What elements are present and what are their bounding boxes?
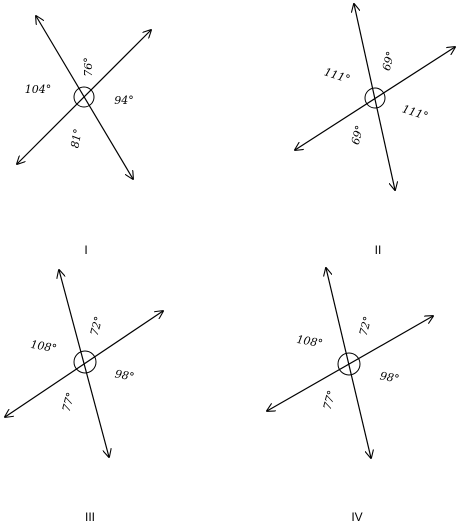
panel-label: II [375, 243, 382, 257]
angle-label-left: 108° [295, 333, 323, 350]
angle-label-top: 76° [82, 57, 95, 77]
panel-label: I [84, 243, 87, 257]
panel-4: 72° 108° 98° 77° IV [267, 268, 433, 524]
angle-marker-circle [337, 352, 361, 376]
panel-1: 76° 104° 94° 81° I [17, 16, 151, 257]
angle-label-bottom: 81° [68, 128, 84, 149]
line-b [17, 30, 151, 164]
angle-marker-circle [73, 350, 97, 374]
angle-marker-circle [73, 86, 95, 108]
panel-label: IV [351, 510, 362, 524]
angle-label-left: 111° [322, 65, 351, 86]
angle-label-top: 72° [88, 315, 106, 337]
line-a [326, 268, 371, 458]
line-a [354, 4, 395, 190]
angle-label-top: 69° [380, 50, 398, 72]
angle-label-right: 111° [400, 102, 429, 123]
line-b [267, 316, 433, 411]
angle-label-right: 98° [114, 367, 135, 383]
angle-marker-circle [364, 87, 386, 109]
angle-label-right: 98° [379, 369, 400, 385]
angle-label-left: 104° [25, 83, 52, 96]
line-b [5, 311, 163, 417]
angle-label-top: 72° [357, 315, 375, 337]
angle-label-bottom: 69° [349, 124, 367, 146]
angle-label-bottom: 77° [60, 391, 78, 413]
panel-3: 72° 108° 98° 77° III [5, 270, 163, 524]
angle-label-left: 108° [29, 338, 57, 355]
angle-label-right: 94° [114, 94, 134, 107]
line-b [295, 47, 455, 150]
panel-2: 69° 111° 111° 69° II [295, 4, 455, 257]
panel-label: III [85, 510, 95, 524]
angle-label-bottom: 77° [321, 389, 339, 411]
